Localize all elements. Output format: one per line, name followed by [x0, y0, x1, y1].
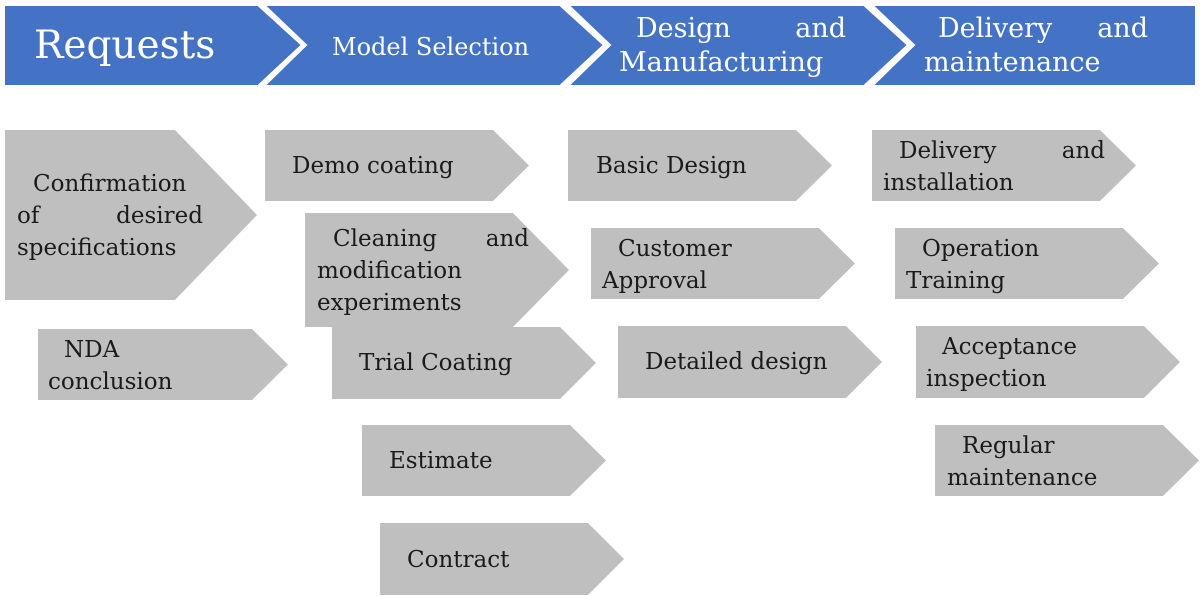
step-delivery-installation: Delivery and installation: [872, 130, 1136, 201]
phase-requests: Requests: [0, 0, 306, 90]
phase-delivery-maintenance-label-1: Delivery and: [938, 13, 1148, 44]
step-regular-maintenance-line-1: Regular: [962, 433, 1055, 459]
step-regular-maintenance: Regular maintenance: [935, 425, 1199, 496]
step-cleaning: Cleaning and modification experiments: [305, 213, 569, 327]
phase-design-manufacturing-shape: [566, 4, 910, 87]
step-basic-design: Basic Design: [568, 130, 832, 201]
phase-model-selection-shape: [262, 4, 606, 87]
phase-requests-shape: [3, 4, 304, 87]
step-nda-line-1: NDA: [64, 337, 120, 363]
step-confirmation-line-3: specifications: [17, 235, 177, 261]
step-cleaning-line-2: modification: [317, 258, 462, 284]
step-contract: Contract: [380, 523, 624, 595]
step-acceptance-inspection-line-1: Acceptance: [942, 334, 1077, 360]
step-operation-training: Operation Training: [895, 228, 1159, 299]
phase-design-manufacturing-label-2: Manufacturing: [619, 47, 824, 78]
phase-delivery-maintenance: Delivery and maintenance: [870, 0, 1200, 90]
step-confirmation-line-2: of desired: [17, 203, 203, 229]
step-cleaning-line-1: Cleaning and: [333, 226, 529, 252]
step-confirmation-line-1: Confirmation: [33, 171, 187, 197]
step-nda: NDA conclusion: [38, 329, 288, 400]
step-customer-approval: Customer Approval: [591, 228, 855, 299]
step-estimate-line-1: Estimate: [389, 448, 493, 474]
step-delivery-installation-line-1: Delivery and: [899, 138, 1105, 164]
step-customer-approval-line-1: Customer: [618, 236, 732, 262]
step-trial-coating: Trial Coating: [332, 327, 596, 399]
phase-delivery-maintenance-label-2: maintenance: [924, 47, 1101, 78]
step-acceptance-inspection: Acceptance inspection: [916, 326, 1180, 398]
step-demo-coating-line-1: Demo coating: [292, 153, 454, 179]
step-basic-design-line-1: Basic Design: [596, 153, 747, 179]
step-operation-training-line-2: Training: [906, 268, 1006, 294]
step-contract-line-1: Contract: [407, 547, 510, 573]
phase-design-manufacturing-label-1: Design and: [636, 13, 846, 44]
step-detailed-design: Detailed design: [618, 326, 882, 398]
phase-model-selection-label: Model Selection: [332, 33, 530, 61]
phase-design-manufacturing: Design and Manufacturing: [566, 0, 912, 90]
step-regular-maintenance-line-2: maintenance: [947, 465, 1098, 491]
step-customer-approval-line-2: Approval: [602, 268, 707, 294]
phase-model-selection: Model Selection: [262, 0, 608, 90]
step-operation-training-line-1: Operation: [922, 236, 1040, 262]
step-detailed-design-line-1: Detailed design: [645, 349, 828, 375]
phase-requests-label: Requests: [34, 23, 216, 68]
step-trial-coating-line-1: Trial Coating: [359, 350, 513, 376]
step-demo-coating: Demo coating: [265, 130, 529, 201]
step-acceptance-inspection-line-2: inspection: [926, 366, 1047, 392]
step-estimate: Estimate: [362, 425, 606, 496]
step-delivery-installation-line-2: installation: [883, 170, 1014, 196]
step-cleaning-line-3: experiments: [317, 290, 462, 316]
step-nda-line-2: conclusion: [48, 369, 173, 395]
phase-delivery-maintenance-shape: [870, 4, 1197, 87]
step-confirmation: Confirmation of desired specifications: [5, 130, 257, 300]
